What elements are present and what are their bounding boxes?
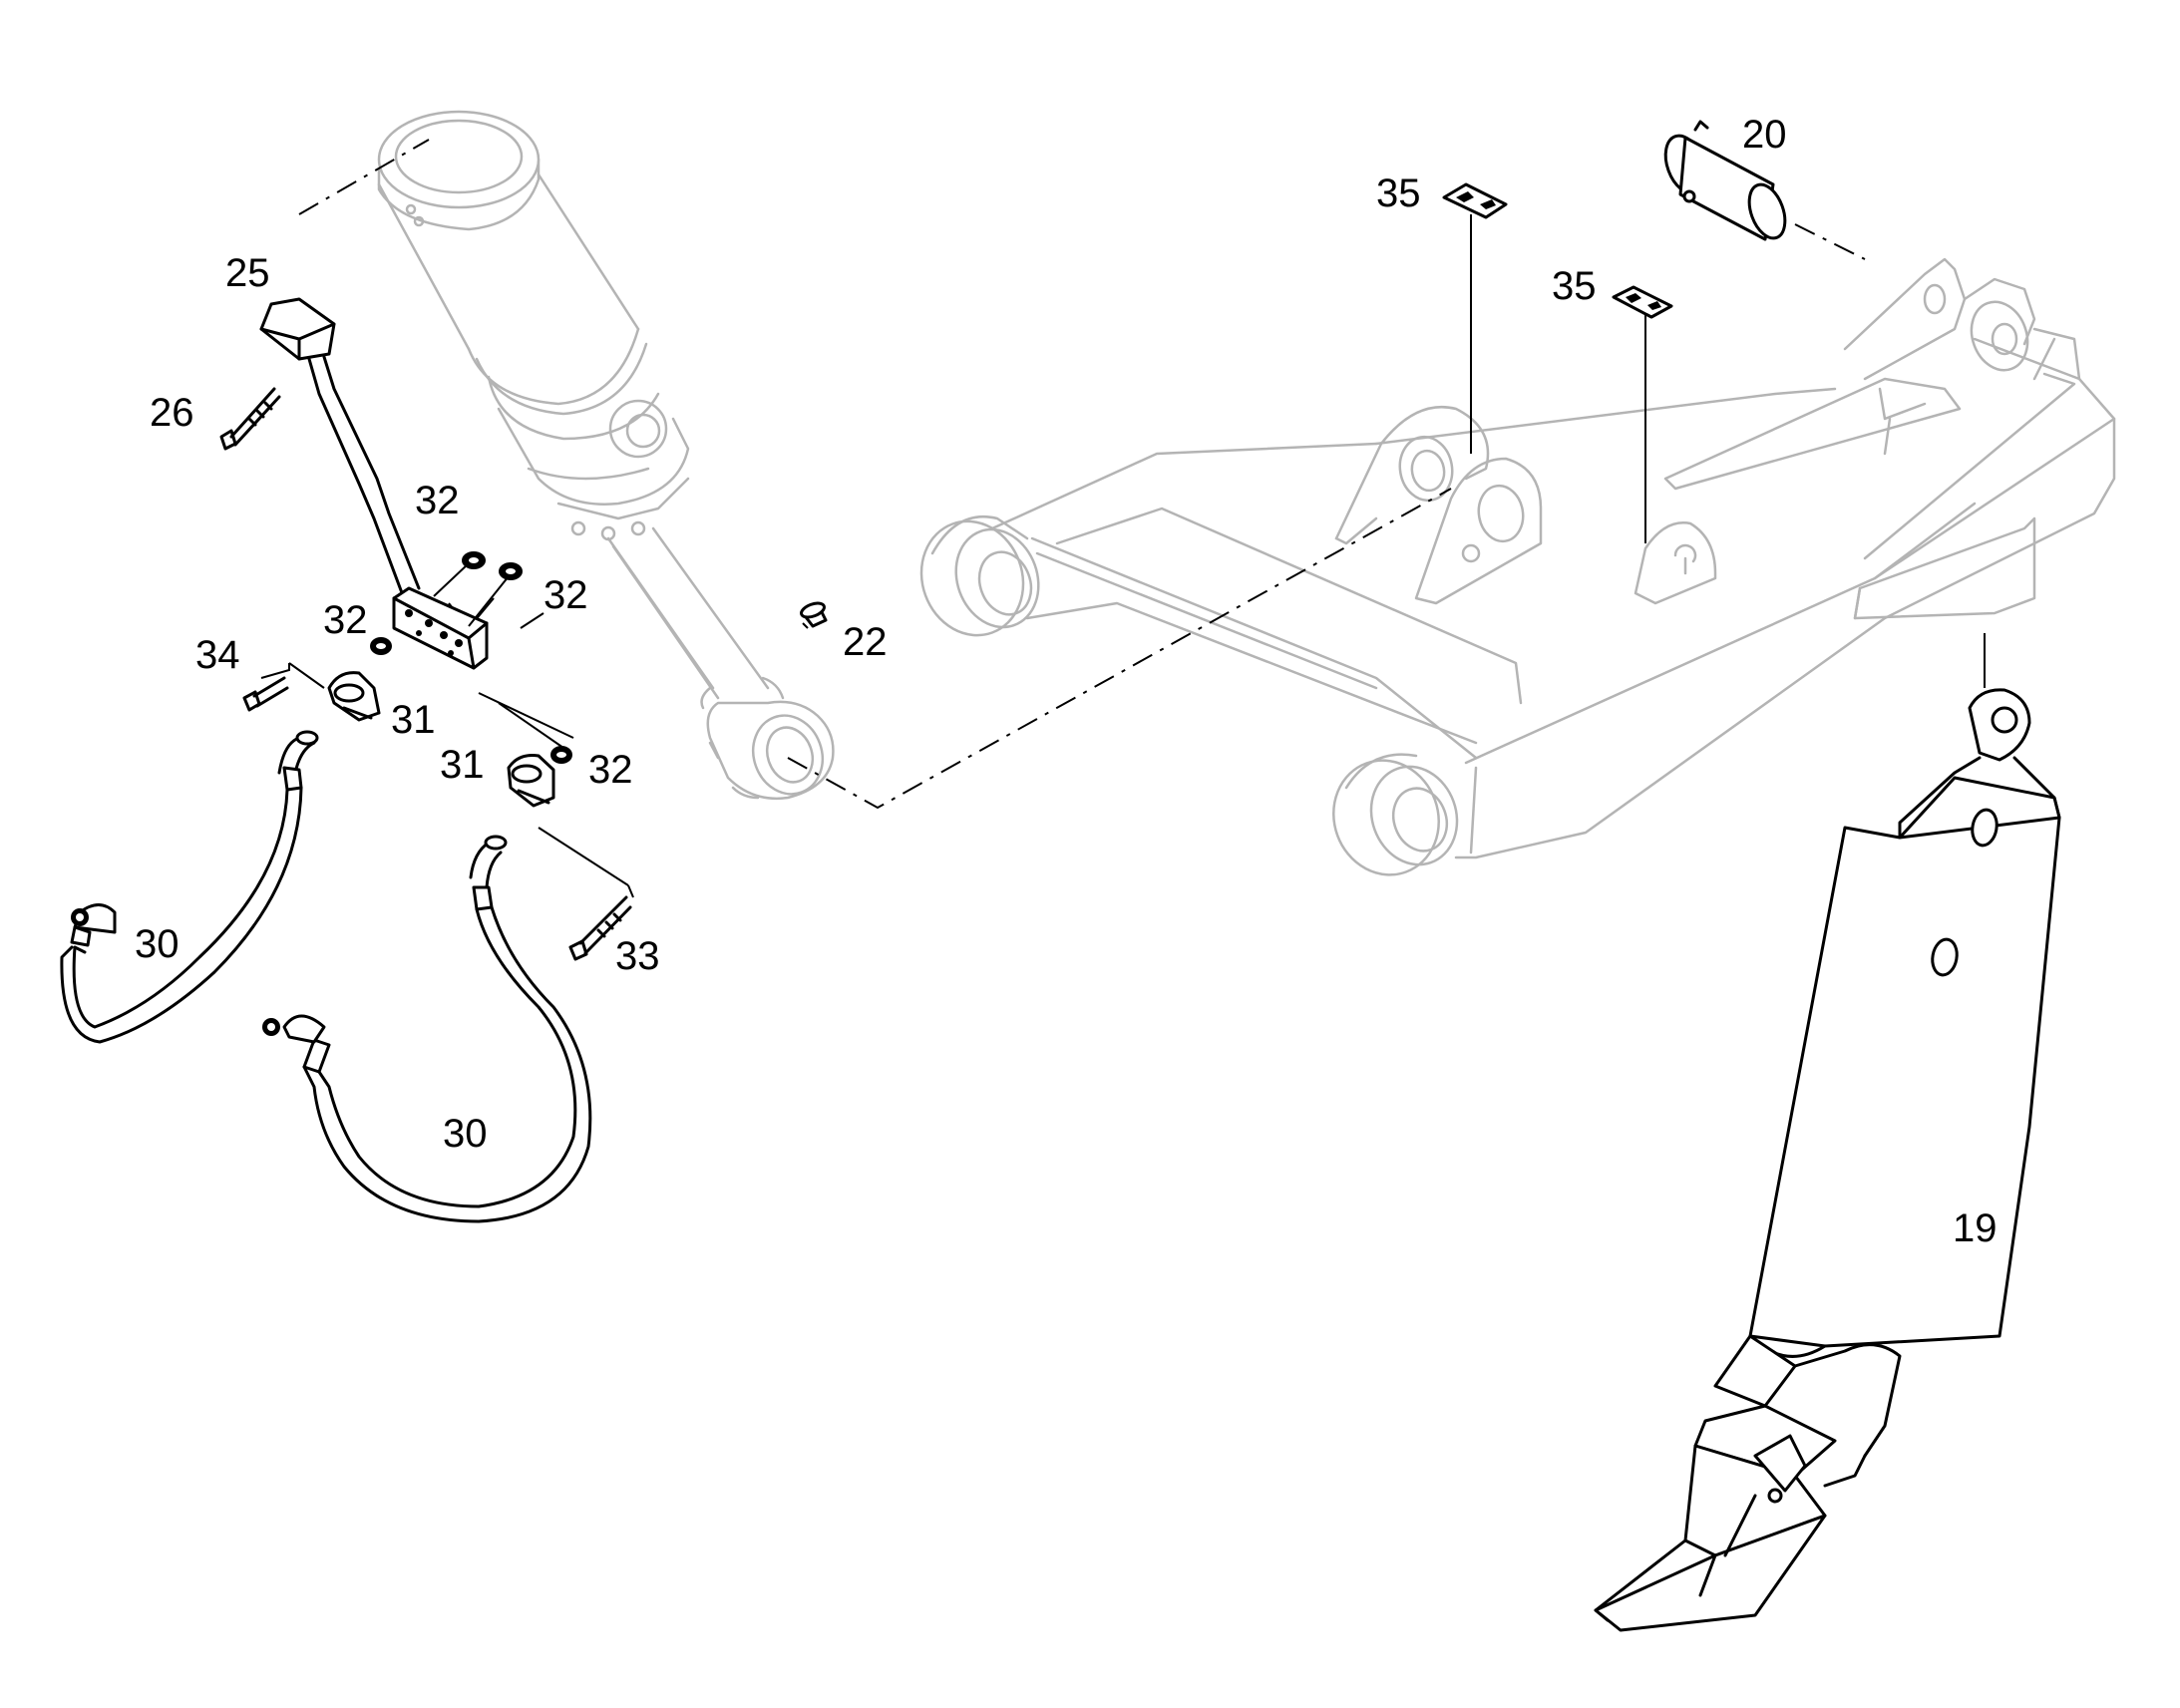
callout-19: 19 <box>1953 1206 1998 1250</box>
o-ring-part-32-d <box>550 746 572 764</box>
callout-33: 33 <box>615 934 660 978</box>
hose-part-30-b <box>262 835 592 1223</box>
callout-32-top: 32 <box>415 479 460 522</box>
callout-22: 22 <box>843 620 888 664</box>
callout-32-lower: 32 <box>588 748 633 792</box>
ripper-shank-part-19 <box>1594 688 2061 1632</box>
callout-32-right: 32 <box>544 573 588 617</box>
callout-35-upper: 35 <box>1376 171 1421 215</box>
callout-20: 20 <box>1742 113 1787 157</box>
callout-30-left: 30 <box>135 922 180 966</box>
bolt-part-26 <box>219 387 281 451</box>
pin-part-20 <box>1663 120 1787 241</box>
callout-32-left: 32 <box>323 598 368 642</box>
bolt-part-34 <box>242 676 289 712</box>
center-lines <box>298 139 1866 810</box>
callout-35-lower: 35 <box>1552 264 1597 308</box>
callout-labels: 20 35 35 25 26 32 32 32 32 34 31 31 22 3… <box>135 113 1998 1250</box>
grease-fitting-part-22 <box>800 601 828 628</box>
flange-part-31-a <box>327 671 381 722</box>
callout-26: 26 <box>150 391 194 435</box>
manifold-part-25 <box>259 297 489 670</box>
hose-part-30-a <box>60 730 319 1044</box>
leader-lines <box>260 214 1986 898</box>
bolt-part-33 <box>568 895 632 961</box>
callout-34: 34 <box>195 633 240 677</box>
hydraulic-cylinder <box>377 110 835 800</box>
callout-31-lower: 31 <box>440 743 485 787</box>
shim-part-35-b <box>1612 285 1673 319</box>
o-ring-part-32-b <box>499 562 523 580</box>
callout-30-bottom: 30 <box>443 1112 488 1156</box>
callout-25: 25 <box>225 251 270 295</box>
o-ring-part-32-c <box>370 637 392 655</box>
ripper-frame <box>919 257 2116 876</box>
shim-part-35-a <box>1442 182 1508 219</box>
callout-31-upper: 31 <box>391 698 436 742</box>
flange-part-31-b <box>507 754 555 808</box>
